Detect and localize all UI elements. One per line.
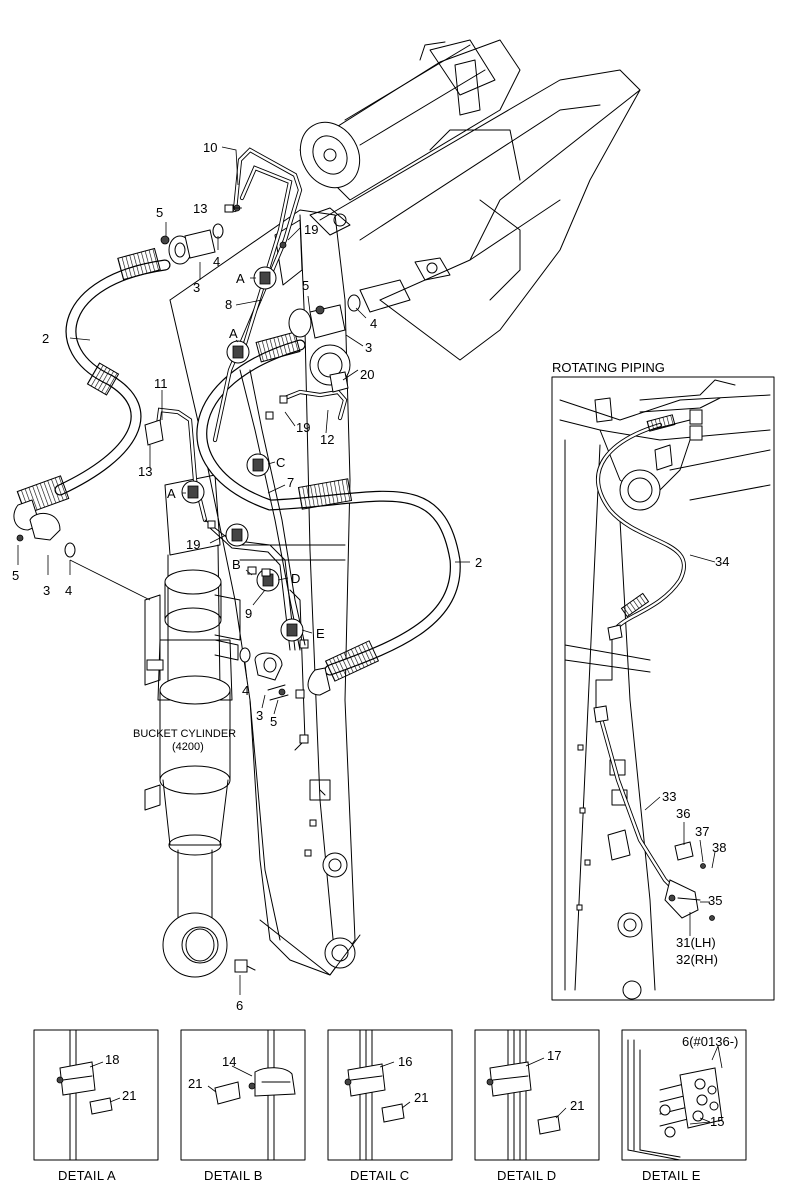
callout-3-btm: 3	[256, 708, 263, 723]
callout-35: 35	[708, 893, 722, 908]
detail-boxes: 18 21 DETAIL A 14 21 DETAIL B	[33, 1029, 747, 1183]
callout-2-right: 2	[475, 555, 482, 570]
callout-13-mid: 13	[138, 464, 152, 479]
detail-e-callout-6: 6(#0136-)	[682, 1034, 738, 1049]
bucket-cylinder	[144, 474, 241, 978]
callout-d: D	[291, 571, 300, 586]
detail-e: 6(#0136-) 15 DETAIL E	[621, 1029, 747, 1183]
detail-c-callout-21: 21	[414, 1090, 428, 1105]
callout-33: 33	[662, 789, 676, 804]
callout-31-lh: 31(LH)	[676, 935, 716, 950]
detail-c-callout-16: 16	[398, 1054, 412, 1069]
detail-d-caption: DETAIL D	[497, 1168, 556, 1183]
detail-d: 17 21 DETAIL D	[474, 1029, 600, 1183]
detail-c: 16 21 DETAIL C	[327, 1029, 453, 1183]
callout-38: 38	[712, 840, 726, 855]
rotating-leader-lines	[644, 554, 716, 936]
boom-cylinder	[299, 39, 521, 201]
callout-4-low: 4	[65, 583, 72, 598]
callout-19-top: 19	[304, 222, 318, 237]
detail-b-callout-21: 21	[188, 1076, 202, 1091]
callout-34: 34	[715, 554, 729, 569]
rotating-piping-structure	[559, 379, 771, 1000]
main-leader-lines	[17, 146, 470, 995]
callout-13-top: 13	[193, 201, 207, 216]
callout-4-top: 4	[213, 254, 220, 269]
callout-a-2: A	[229, 326, 238, 341]
detail-b: 14 21 DETAIL B	[180, 1029, 306, 1183]
callout-c: C	[276, 455, 285, 470]
detail-a: 18 21 DETAIL A	[33, 1029, 159, 1183]
callout-2-left: 2	[42, 331, 49, 346]
callout-5-btm: 5	[270, 714, 277, 729]
callout-4-btm: 4	[242, 683, 249, 698]
main-callouts: 10 13 5 19 4 3 A 8 5 4 3 A 20 2 11 19 12…	[12, 140, 482, 1013]
callout-20: 20	[360, 367, 374, 382]
rotating-piping-title: ROTATING PIPING	[552, 360, 665, 375]
bucket-cylinder-code: (4200)	[172, 741, 204, 753]
detail-e-caption: DETAIL E	[642, 1168, 701, 1183]
callout-4-mid: 4	[370, 316, 377, 331]
callout-5-top: 5	[156, 205, 163, 220]
rotating-hose-34	[596, 414, 687, 641]
bucket-cylinder-label: BUCKET CYLINDER	[133, 728, 236, 740]
detail-a-callout-21: 21	[122, 1088, 136, 1103]
callout-9: 9	[245, 606, 252, 621]
boom-structure	[309, 69, 641, 361]
callout-6: 6	[236, 998, 243, 1013]
detail-a-callout-18: 18	[105, 1052, 119, 1067]
callout-19-low: 19	[186, 537, 200, 552]
hose-2-right	[196, 331, 461, 696]
detail-a-caption: DETAIL A	[58, 1168, 116, 1183]
detail-d-callout-17: 17	[547, 1048, 561, 1063]
callout-3-low: 3	[43, 583, 50, 598]
detail-b-callout-14: 14	[222, 1054, 236, 1069]
callout-a-3: A	[167, 486, 176, 501]
detail-d-callout-21: 21	[570, 1098, 584, 1113]
detail-c-caption: DETAIL C	[350, 1168, 409, 1183]
callout-10: 10	[203, 140, 217, 155]
hose-2-left	[13, 247, 171, 531]
callout-3-mid: 3	[365, 340, 372, 355]
callout-19-mid: 19	[296, 420, 310, 435]
detail-b-caption: DETAIL B	[204, 1168, 263, 1183]
callout-3-top: 3	[193, 280, 200, 295]
rotating-piping-frame	[551, 376, 775, 1001]
callout-11: 11	[154, 376, 168, 391]
callout-8: 8	[225, 297, 232, 312]
arm-structure	[169, 209, 361, 976]
rotating-callouts: 34 33 36 37 38 35 31(LH) 32(RH)	[662, 554, 729, 967]
callout-e: E	[316, 626, 325, 641]
callout-b: B	[232, 557, 241, 572]
callout-a-1: A	[236, 271, 245, 286]
flange-fittings	[16, 229, 346, 701]
callout-5-low: 5	[12, 568, 19, 583]
callout-32-rh: 32(RH)	[676, 952, 718, 967]
main-view: 10 13 5 19 4 3 A 8 5 4 3 A 20 2 11 19 12…	[12, 39, 641, 1013]
detail-e-callout-15: 15	[710, 1114, 724, 1129]
callout-7: 7	[287, 475, 294, 490]
callout-37: 37	[695, 824, 709, 839]
callout-12: 12	[320, 432, 334, 447]
callout-36: 36	[676, 806, 690, 821]
callout-5-mid: 5	[302, 278, 309, 293]
rotating-pipe-33	[593, 639, 715, 921]
rotating-piping-inset: ROTATING PIPING	[551, 360, 775, 1001]
